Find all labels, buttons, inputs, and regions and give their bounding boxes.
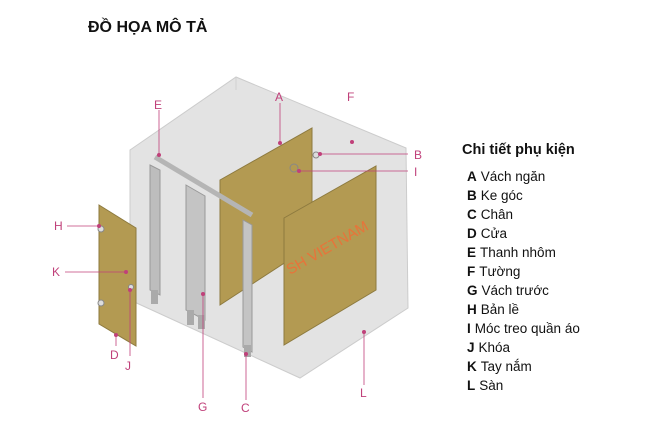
legend-text: Chân xyxy=(480,207,514,222)
label-c: C xyxy=(241,401,250,415)
legend-text: Bản lề xyxy=(480,302,520,317)
legend-key: I xyxy=(467,321,471,336)
pilaster xyxy=(149,164,161,296)
legend-key: B xyxy=(467,188,477,203)
pilaster-g xyxy=(185,184,206,321)
diagram-title: ĐỒ HỌA MÔ TẢ xyxy=(88,19,208,36)
legend-key: C xyxy=(467,207,477,222)
legend-key: J xyxy=(467,340,475,355)
label-i: I xyxy=(414,165,417,179)
pilaster-c xyxy=(242,219,253,353)
legend-text: Sàn xyxy=(479,378,504,393)
legend-text: Cửa xyxy=(480,226,508,241)
label-g: G xyxy=(198,400,207,414)
legend-key: F xyxy=(467,264,476,279)
label-j: J xyxy=(125,359,131,373)
label-f: F xyxy=(347,90,354,104)
label-e: E xyxy=(154,98,162,112)
legend-text: Tay nắm xyxy=(480,359,532,374)
headrail-e xyxy=(153,154,254,218)
label-a: A xyxy=(275,90,283,104)
label-l: L xyxy=(360,386,367,400)
legend-heading: Chi tiết phụ kiện xyxy=(462,142,575,158)
label-b: B xyxy=(414,148,422,162)
legend-key: H xyxy=(467,302,477,317)
door-d xyxy=(98,204,137,347)
legend-key: A xyxy=(467,169,477,184)
front-panel xyxy=(283,165,377,346)
label-d: D xyxy=(110,348,119,362)
label-h: H xyxy=(54,219,63,233)
legend-text: Vách ngăn xyxy=(480,169,546,184)
legend-key: G xyxy=(467,283,478,298)
legend-key: E xyxy=(467,245,477,260)
legend-key: D xyxy=(467,226,477,241)
legend-text: Vách trước xyxy=(481,283,549,298)
legend-text: Ke góc xyxy=(480,188,523,203)
legend-text: Thanh nhôm xyxy=(480,245,556,260)
legend-text: Tường xyxy=(479,264,521,279)
legend-key: K xyxy=(467,359,477,374)
legend-key: L xyxy=(467,378,476,393)
legend-text: Khóa xyxy=(478,340,511,355)
label-k: K xyxy=(52,265,60,279)
legend-text: Móc treo quần áo xyxy=(474,321,580,336)
